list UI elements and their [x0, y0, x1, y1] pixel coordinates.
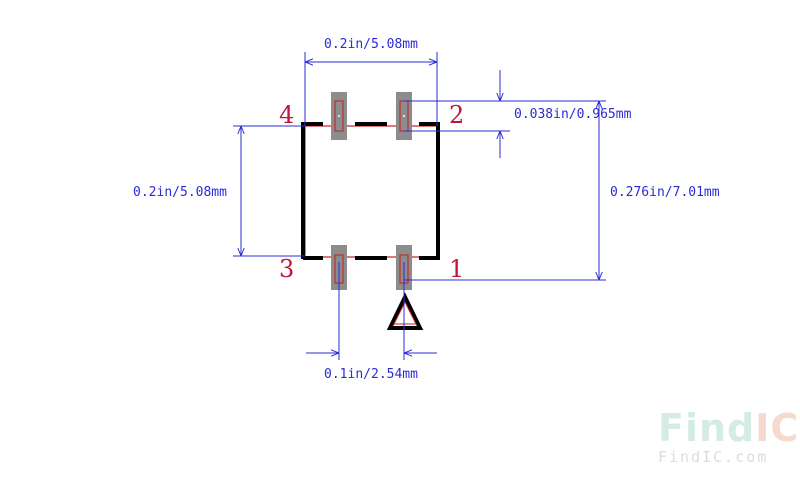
dimension-total-height [404, 100, 606, 281]
pin-label-2: 2 [449, 101, 464, 129]
pin-label-4: 4 [279, 101, 294, 129]
dimension-top-width [304, 52, 438, 126]
pad-2 [396, 92, 412, 140]
logo-url-text: FindIC.com [658, 448, 768, 466]
pin1-marker-icon [386, 292, 424, 330]
logo-ic-text: IC [755, 406, 799, 450]
pin-label-3: 3 [279, 255, 294, 283]
pin-label-1: 1 [449, 255, 464, 283]
findic-logo: FindIC FindIC.com [658, 406, 799, 466]
silkscreen-outline [301, 122, 440, 260]
dim-pin-pitch-label: 0.1in/2.54mm [324, 367, 418, 382]
dim-left-height-label: 0.2in/5.08mm [133, 185, 227, 200]
pad-4 [331, 92, 347, 140]
dim-pad-height-label: 0.038in/0.965mm [514, 107, 632, 122]
pads [331, 92, 412, 290]
logo-find-text: Find [658, 406, 755, 450]
dimension-pin-pitch [306, 262, 437, 360]
dim-total-height-label: 0.276in/7.01mm [610, 185, 720, 200]
component-body-outline [304, 125, 439, 258]
svg-text:FindIC: FindIC [658, 406, 799, 450]
dimension-left-height [233, 125, 305, 257]
dim-top-width-label: 0.2in/5.08mm [324, 37, 418, 52]
